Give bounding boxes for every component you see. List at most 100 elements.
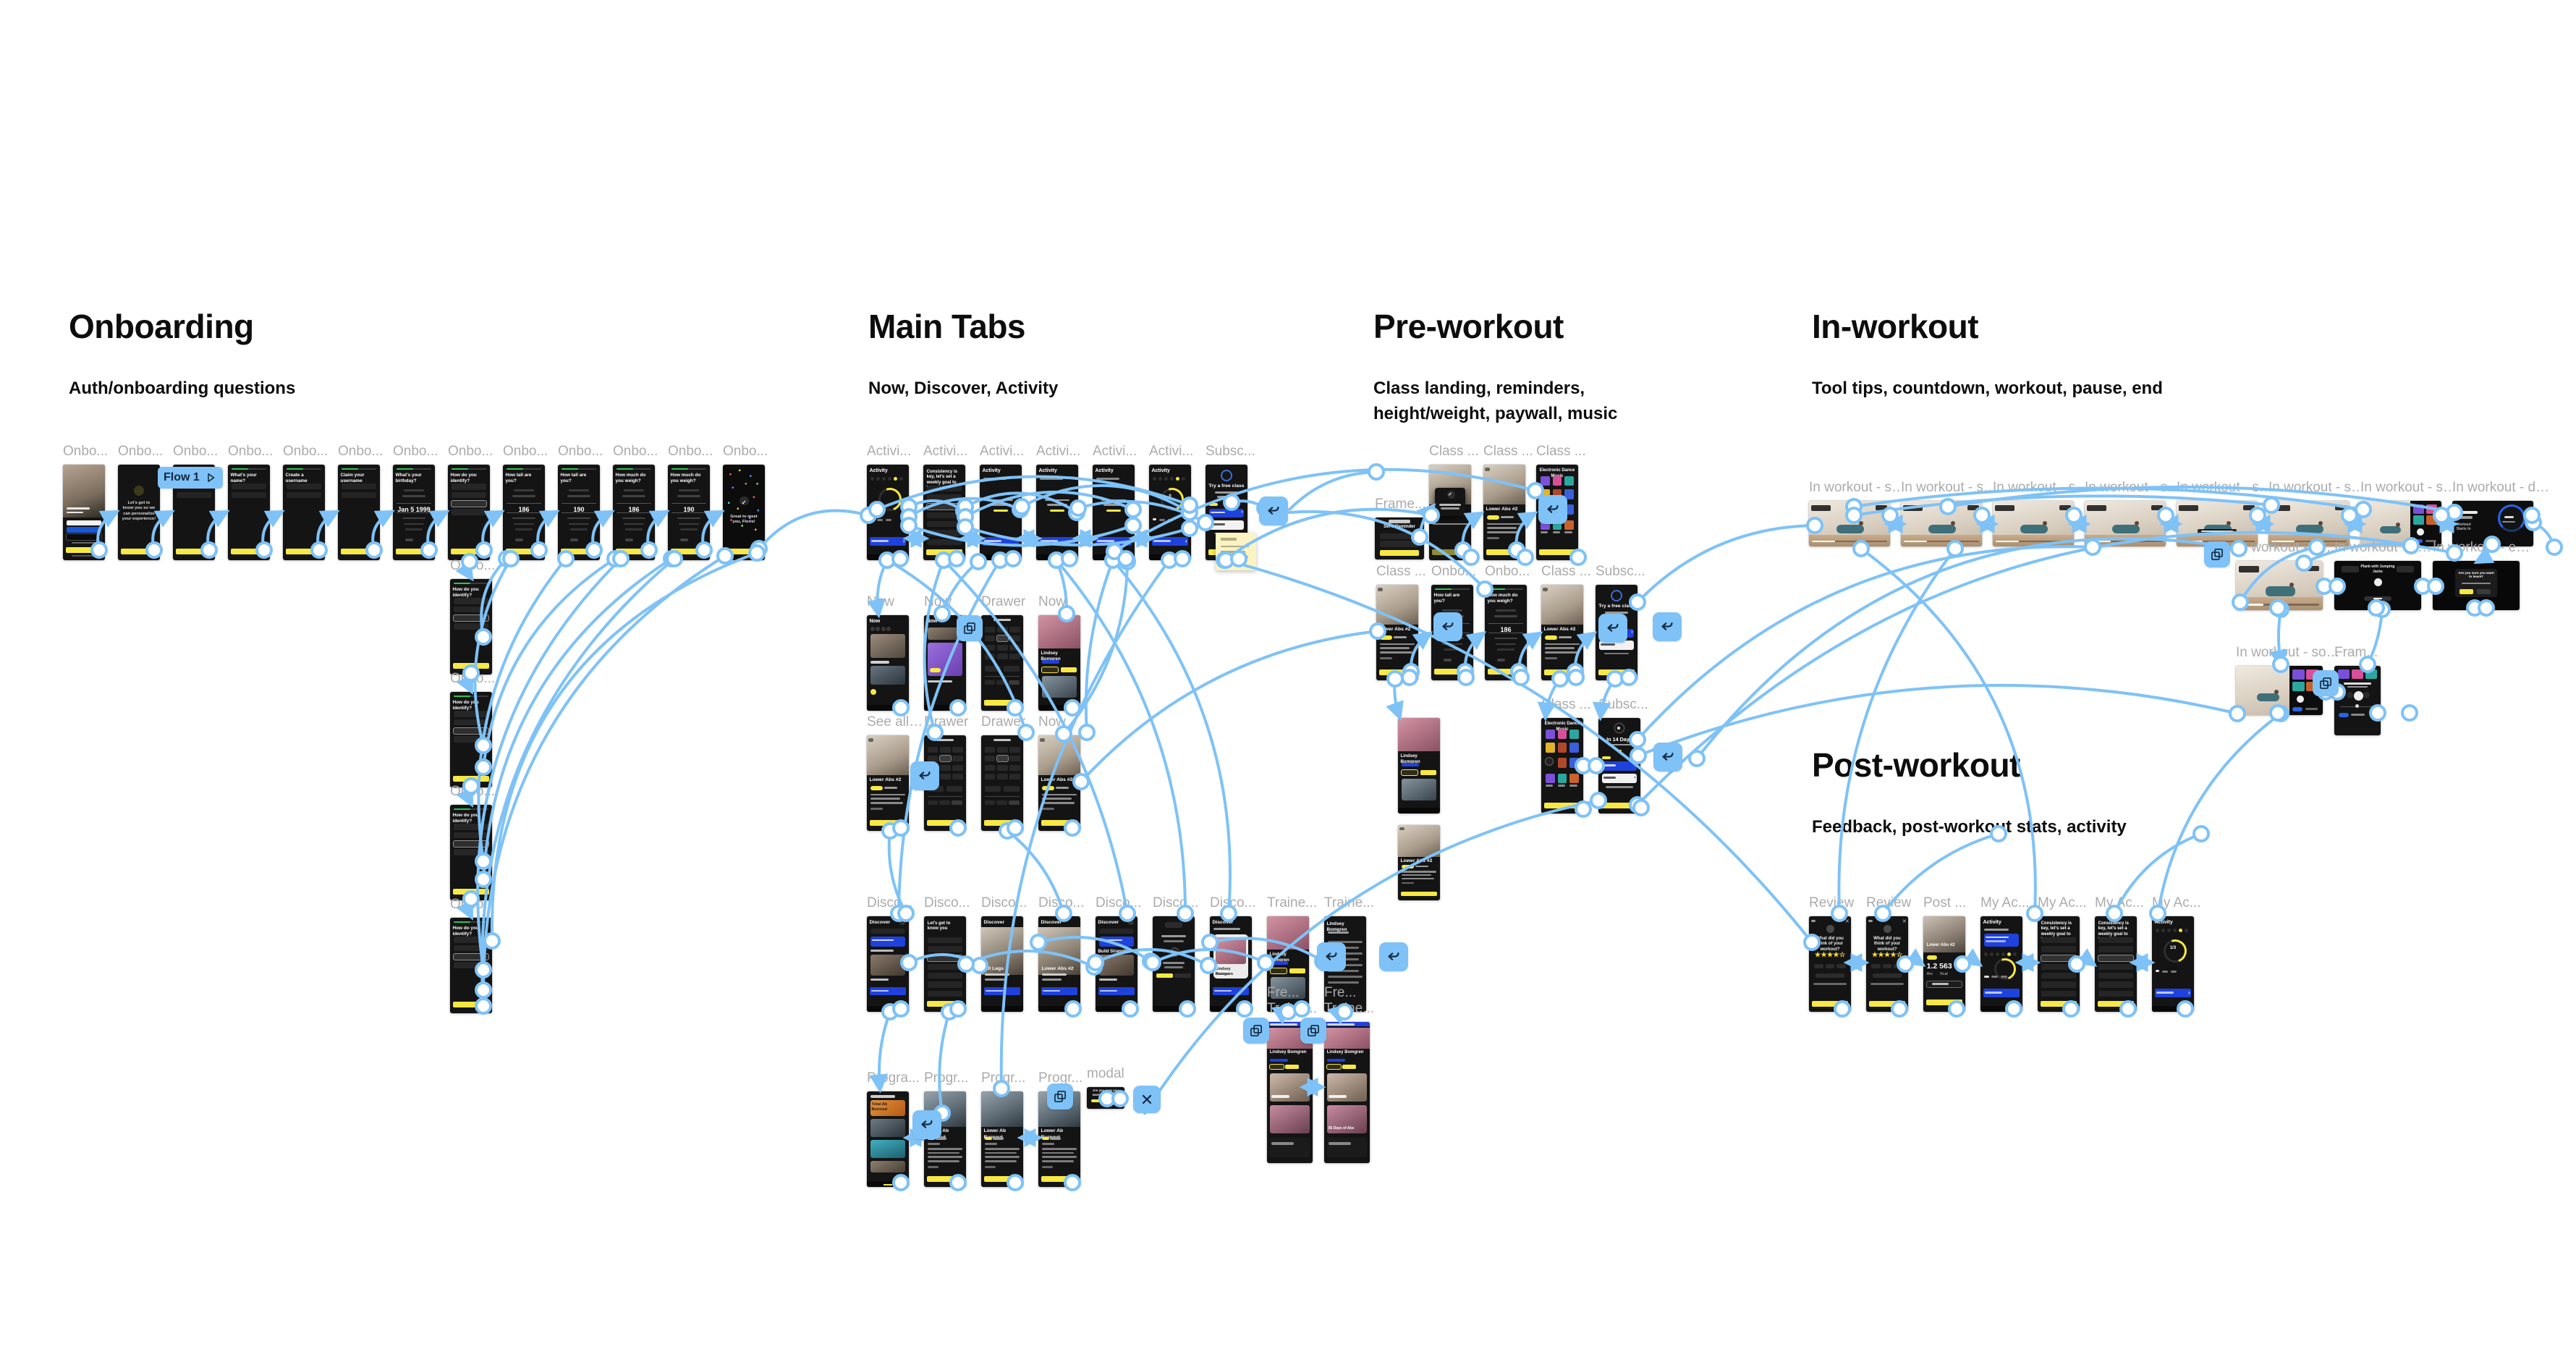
phone-frame[interactable]: My Ac...Activity <box>1980 895 2030 1012</box>
phone-frame[interactable]: Review✕What did you think of your workou… <box>1809 895 1854 1012</box>
phone-frame[interactable]: Progr...Lower Ab Burnout <box>924 1070 968 1187</box>
screen-thumbnail[interactable]: Electronic Dance Music <box>1541 718 1583 813</box>
frame-label[interactable]: Disco... <box>1210 895 1256 911</box>
frame-label[interactable]: My Ac... <box>2038 895 2087 911</box>
frame-label[interactable]: Onbo... <box>450 558 496 574</box>
screen-thumbnail[interactable]: Lower Ab Burnout <box>1038 1091 1080 1187</box>
frame-label[interactable]: Onbo... <box>393 444 438 460</box>
screen-thumbnail[interactable]: Consistency is key, let's set a weekly g… <box>2038 916 2080 1012</box>
phone-frame[interactable]: Onbo...How do you identify? <box>450 671 495 787</box>
screen-thumbnail[interactable]: How much do you weigh?190 <box>668 465 710 560</box>
phone-frame[interactable]: Drawer <box>981 714 1025 831</box>
back-arrow-badge[interactable] <box>1259 496 1288 525</box>
screen-thumbnail[interactable]: How do you identify? <box>450 918 492 1013</box>
frame-label[interactable]: Onbo... <box>118 444 164 460</box>
screen-thumbnail[interactable]: How tall are you?186 <box>503 465 545 560</box>
screen-thumbnail[interactable]: Claim your username <box>338 465 380 560</box>
frame-label[interactable]: Disco... <box>924 895 970 911</box>
phone-frame[interactable]: My Ac...Consistency is key, let's set a … <box>2095 895 2144 1012</box>
frame-label[interactable]: In workout - son... <box>2177 480 2275 496</box>
frame-label[interactable]: Drawer <box>924 714 969 730</box>
screen-thumbnail[interactable]: ✕What did you think of your workout?★★★★… <box>1809 916 1851 1012</box>
frame-label[interactable]: Onbo... <box>283 444 329 460</box>
screen-thumbnail[interactable]: Lower Abs #2✓ <box>1429 465 1471 560</box>
frame-label[interactable]: Fram... <box>2334 645 2378 661</box>
screen-thumbnail[interactable]: What's your birthday?Jan 5 1999 <box>393 465 435 560</box>
overlay-frames-badge[interactable] <box>2313 670 2339 696</box>
screen-thumbnail[interactable]: Now <box>867 615 909 711</box>
screen-thumbnail[interactable]: How much do you weigh?186 <box>613 465 655 560</box>
phone-frame[interactable]: Class ...Lower Abs #2 <box>1483 444 1533 560</box>
overlay-frames-badge[interactable] <box>2204 541 2230 567</box>
frame-label[interactable]: Activi... <box>1036 444 1081 460</box>
frame-label[interactable]: Activi... <box>923 444 968 460</box>
back-arrow-badge[interactable] <box>910 761 939 790</box>
back-arrow-badge[interactable] <box>1598 614 1627 643</box>
frame-label[interactable]: In workout - son... <box>1993 480 2091 496</box>
phone-frame[interactable]: Onbo...Let's get to know you so we can p… <box>118 444 163 560</box>
screen-thumbnail[interactable]: Are you sure you want to leave? <box>2433 561 2520 610</box>
phone-frame[interactable]: My Ac... Consistency is key, let's set a … <box>2038 895 2087 1012</box>
screen-thumbnail[interactable]: Lower Abs #2 <box>1038 735 1080 831</box>
phone-frame[interactable]: Activi...Activity› <box>867 444 911 560</box>
phone-frame[interactable]: Activi...Consistency is key, let's set a… <box>923 444 967 560</box>
frame-label[interactable]: Subsc... <box>1206 444 1255 460</box>
phone-frame[interactable]: Onbo...How much do you weigh?186 <box>613 444 658 560</box>
frame-label[interactable]: In workout - son... <box>2085 480 2183 496</box>
phone-frame[interactable]: Activi...Activity <box>1036 444 1080 560</box>
phone-frame[interactable]: Class ...Lower Abs #2 <box>1376 564 1426 680</box>
screen-thumbnail[interactable]: Create a username <box>283 465 325 560</box>
frame-label[interactable]: In workout - def... <box>2452 480 2551 496</box>
phone-frame[interactable]: Lindsey Bomgren <box>1398 718 1440 813</box>
screen-thumbnail[interactable] <box>1809 501 1890 546</box>
frame-label[interactable]: Class ... <box>1536 444 1586 460</box>
phone-frame[interactable]: Lower Abs #2 <box>1398 825 1440 900</box>
screen-thumbnail[interactable] <box>2085 501 2166 546</box>
phone-frame[interactable]: Onbo...What's your name? <box>228 444 273 560</box>
phone-frame[interactable]: In workout - son... <box>2236 645 2340 715</box>
screen-thumbnail[interactable]: How much do you weigh?186 <box>1485 585 1527 680</box>
frame-label[interactable]: In workout - son... <box>1901 480 1999 496</box>
phone-frame[interactable]: Class ...Electronic Dance Music <box>1541 697 1591 813</box>
frame-label[interactable]: Class ... <box>1541 564 1591 580</box>
phone-frame[interactable]: Class ...Lower Abs #2✓ <box>1429 444 1479 560</box>
frame-label[interactable]: Onbo... <box>63 444 109 460</box>
screen-thumbnail[interactable]: Activity› <box>867 465 909 560</box>
phone-frame[interactable]: In workout - end...Plank with Jumping Ja… <box>2334 540 2439 610</box>
frame-label[interactable]: My Ac... <box>1980 895 2030 911</box>
screen-thumbnail[interactable]: Set a Reminder <box>1375 517 1424 559</box>
phone-frame[interactable]: Onbo...✓Great to meet you, Floris! <box>723 444 768 560</box>
overlay-frames-badge[interactable] <box>1300 1018 1326 1044</box>
phone-frame[interactable]: Onbo... What's your birthday?Jan 5 1999 <box>393 444 438 560</box>
phone-frame[interactable]: Onbo...How much do you weigh?186 <box>1485 564 1530 680</box>
overlay-frames-badge[interactable] <box>1047 1083 1073 1110</box>
frame-label[interactable]: Progr... <box>981 1070 1026 1086</box>
back-arrow-badge[interactable] <box>1653 612 1682 641</box>
screen-thumbnail[interactable]: How tall are you?190 <box>558 465 600 560</box>
frame-label[interactable]: Activi... <box>1149 444 1194 460</box>
screen-thumbnail[interactable]: Activity <box>1093 465 1135 560</box>
phone-frame[interactable]: In workout - son... <box>1993 480 2091 546</box>
phone-frame[interactable]: Onbo...How tall are you?186 <box>503 444 548 560</box>
frame-label[interactable]: Disco... <box>1096 895 1142 911</box>
screen-thumbnail[interactable] <box>1153 916 1195 1012</box>
screen-thumbnail[interactable] <box>2236 666 2323 715</box>
frame-label[interactable]: My Ac... <box>2152 895 2201 911</box>
frame-label[interactable]: Progr... <box>924 1070 969 1086</box>
frame-label[interactable]: In workout - end... <box>2334 540 2439 556</box>
frame-label[interactable]: Now <box>924 594 952 610</box>
screen-thumbnail[interactable] <box>1993 501 2074 546</box>
phone-frame[interactable]: See all HIIT classesLower Abs #2 <box>867 714 926 831</box>
frame-label[interactable]: Onbo... <box>448 444 493 460</box>
phone-frame[interactable]: Fram... <box>2334 645 2381 735</box>
phone-frame[interactable]: Subsc...In 14 Days›› <box>1598 697 1648 813</box>
frame-label[interactable]: Review <box>1866 895 1912 911</box>
frame-label[interactable]: Onbo... <box>723 444 768 460</box>
